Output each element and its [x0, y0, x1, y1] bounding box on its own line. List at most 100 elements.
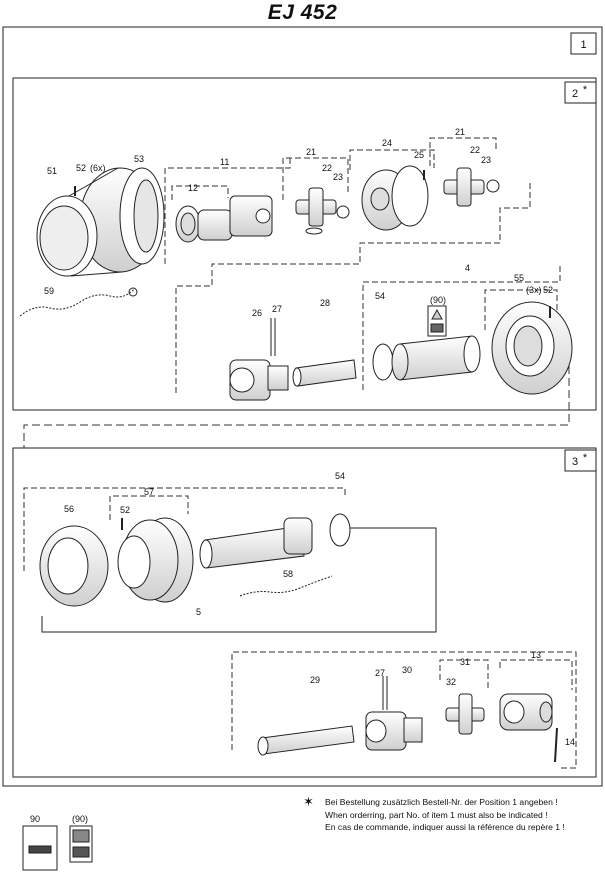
footnote-en: When orderring, part No. of item 1 must … [325, 809, 548, 820]
bearing-ring-part-54b [329, 513, 351, 547]
label-55: 55 [514, 273, 524, 283]
bearing-ring-part-53 [119, 167, 165, 265]
footnote-fr: En cas de commande, indiquer aussi la ré… [325, 822, 565, 833]
double-yoke-part-24 [361, 165, 429, 231]
bellows-part-57 [117, 517, 194, 603]
cross-journal-part-21b [443, 167, 485, 207]
label-90b: (90) [430, 295, 446, 305]
label-28: 28 [320, 298, 330, 308]
star-icon: ✶ [303, 794, 314, 809]
legend-label-90: 90 [30, 814, 40, 824]
yoke-part-30 [365, 711, 423, 751]
label-32: 32 [446, 677, 456, 687]
group-3-top-bracket [23, 487, 346, 571]
group-lower-bracket [175, 182, 531, 393]
label-22a: 22 [322, 163, 332, 173]
assembly-frame-item-1 [2, 26, 603, 787]
warning-decal-part-90 [427, 305, 447, 337]
label-52b: 52 [543, 285, 553, 295]
group-3-star: * [583, 452, 588, 464]
inner-tube-part-29 [257, 725, 355, 756]
label-26: 26 [252, 308, 262, 318]
label-52b-qty: (3x) [526, 285, 542, 295]
outer-tube-group3 [199, 517, 313, 569]
label-31: 31 [460, 657, 470, 667]
group-2-box [564, 81, 597, 104]
yoke-part-13 [499, 693, 553, 731]
group-5-bracket [41, 527, 437, 633]
group-4-bracket [362, 265, 561, 390]
label-25: 25 [414, 150, 424, 160]
item-1-label: 1 [580, 39, 586, 51]
circlip-part-23a [305, 227, 323, 235]
guard-ring-part-55 [491, 301, 573, 395]
legend-manual-item-90 [22, 825, 58, 871]
group-12-bracket [171, 185, 229, 200]
label-53: 53 [134, 154, 144, 164]
pin-part-27 [270, 318, 276, 356]
outer-tube-part-4 [391, 335, 481, 381]
yoke-part-26 [229, 359, 289, 401]
legend-label-90b: (90) [72, 814, 88, 824]
label-27: 27 [272, 304, 282, 314]
group-2-frame [12, 77, 597, 411]
group-24-bracket [349, 149, 435, 170]
item-1-box [570, 32, 597, 55]
label-57: 57 [144, 487, 154, 497]
label-11: 11 [220, 157, 229, 167]
bearing-ring-part-54 [372, 343, 394, 381]
group-3-label: 3 [572, 456, 578, 468]
group-connector-line [23, 342, 570, 448]
label-23a: 23 [333, 172, 343, 182]
circlip-part-22a [336, 205, 350, 219]
group-57-bracket [109, 495, 189, 520]
guard-cone-part-56 [39, 525, 109, 607]
label-13: 13 [531, 650, 541, 660]
label-21a: 21 [306, 147, 316, 157]
label-27b: 27 [375, 668, 385, 678]
label-52-qty: (6x) [90, 163, 106, 173]
group-2-star: * [583, 84, 588, 96]
group-3-frame [12, 447, 597, 778]
inner-tube-part-28 [292, 359, 357, 387]
chain-part-59 [19, 287, 136, 317]
circlip-part-22b [486, 179, 500, 193]
chain-part-58 [239, 575, 333, 597]
label-23b: 23 [481, 155, 491, 165]
cross-journal-part-32 [445, 693, 485, 735]
group-13-bracket [499, 659, 573, 690]
label-52: 52 [76, 163, 86, 173]
order-footnote: ✶ Bei Bestellung zusätzlich Bestell-Nr. … [303, 794, 605, 834]
group-21b-bracket [429, 137, 497, 166]
bolt-part-14 [554, 727, 558, 763]
cross-journal-part-21a [295, 187, 337, 227]
label-54b: 54 [335, 471, 345, 481]
label-30: 30 [402, 665, 412, 675]
legend-decal-item-90b [69, 825, 93, 863]
group-31-bracket [439, 659, 489, 690]
label-4: 4 [465, 263, 470, 273]
group-lower-bracket-2 [231, 651, 577, 769]
label-12: 12 [188, 183, 198, 193]
label-54: 54 [375, 291, 385, 301]
label-52c: 52 [120, 505, 130, 515]
label-29: 29 [310, 675, 320, 685]
label-58: 58 [283, 569, 293, 579]
drawing-title: EJ 452 [267, 1, 338, 24]
label-59: 59 [44, 286, 54, 296]
group-3-box [564, 449, 597, 472]
group-55-bracket [484, 289, 558, 330]
yoke-part-12 [175, 195, 273, 243]
group-2-label: 2 [572, 88, 578, 100]
pin-part-27b [382, 676, 388, 710]
label-5: 5 [196, 607, 201, 617]
group-11-bracket [164, 158, 291, 264]
label-24: 24 [382, 138, 392, 148]
label-51: 51 [47, 166, 57, 176]
label-21b: 21 [455, 127, 465, 137]
footnote-de: Bei Bestellung zusätzlich Bestell-Nr. de… [325, 797, 558, 807]
label-22b: 22 [470, 145, 480, 155]
label-56: 56 [64, 504, 74, 514]
group-21a-bracket [282, 157, 349, 200]
